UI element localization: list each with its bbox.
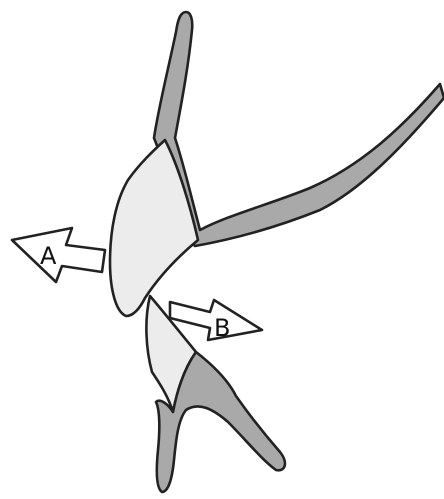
upper-dark-region bbox=[154, 12, 444, 246]
upper-light-region bbox=[110, 140, 198, 316]
arrow-b-label: B bbox=[214, 314, 230, 342]
arrow-a-label: A bbox=[40, 242, 57, 270]
arrow-a bbox=[12, 228, 105, 282]
